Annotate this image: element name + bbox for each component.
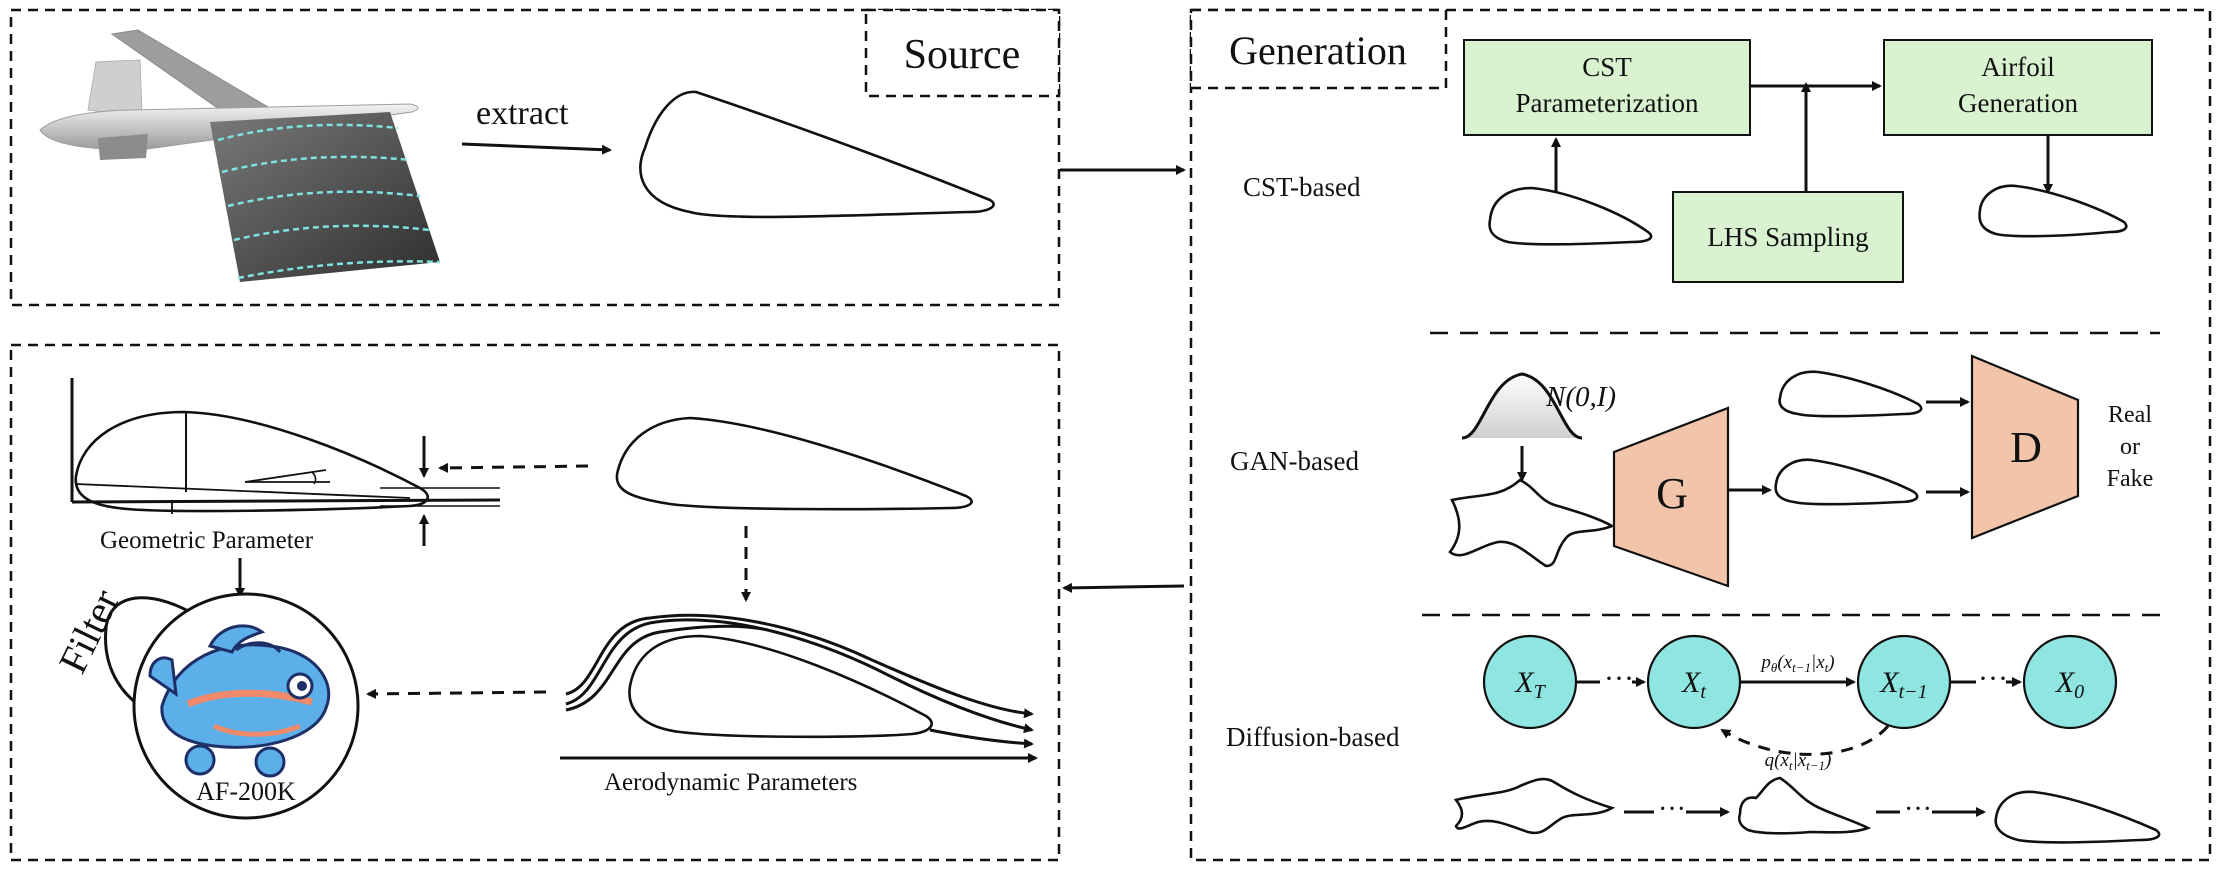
dataset-panel: Geometric Parameter Aerodynamic Paramete… xyxy=(9,343,1061,862)
aerodynamic-flow-drawing xyxy=(560,613,1038,763)
generation-title-box xyxy=(1189,8,1448,90)
airfoil-gen-line2: Generation xyxy=(1958,88,2078,118)
geometric-parameter-drawing xyxy=(70,378,501,546)
dots-1: ··· xyxy=(1604,662,1634,695)
extract-arrow xyxy=(461,142,612,155)
source-title-box xyxy=(864,8,1061,98)
geometric-parameter-label: Geometric Parameter xyxy=(100,527,314,554)
cst-param-line1: CST xyxy=(1582,52,1632,82)
flow-to-dataset-arrow xyxy=(366,688,547,699)
generation-to-dataset-arrow xyxy=(1062,582,1185,593)
source-airfoil xyxy=(639,90,995,219)
airfoil-to-geometric-arrow xyxy=(438,462,589,473)
gan-output-line3: Fake xyxy=(2107,466,2154,492)
airfoil-generation-box xyxy=(1883,39,2153,136)
discriminator-block xyxy=(1970,354,2080,540)
dataset-logo xyxy=(132,592,360,820)
diffusion-final-airfoil xyxy=(1994,790,2161,844)
filter-label: Filter xyxy=(50,582,128,680)
gan-output-line2: or xyxy=(2120,434,2140,460)
diffusion-section: Diffusion-based XT Xt Xt−1 X0 ··· pθ(xt−… xyxy=(1226,634,2161,844)
source-panel: Source extract xyxy=(9,8,1061,307)
forward-process-label: pθ(xt−1|xt) xyxy=(1759,652,1834,675)
gan-generated-airfoil xyxy=(1774,458,1919,506)
cst-param-line2: Parameterization xyxy=(1516,88,1699,118)
gan-noise-shape xyxy=(1448,478,1615,568)
airfoil-gen-line1: Airfoil xyxy=(1981,52,2055,82)
discriminator-label: D xyxy=(2010,423,2042,472)
gan-output-line1: Real xyxy=(2108,402,2152,428)
cst-output-airfoil xyxy=(1978,184,2128,238)
generator-label: G xyxy=(1656,469,1688,518)
generator-block xyxy=(1612,406,1730,588)
dots-3: ··· xyxy=(1658,794,1686,825)
diffusion-intermediate-shape xyxy=(1737,776,1872,835)
diffusion-noisy-shape xyxy=(1453,777,1616,835)
diffusion-node-x0 xyxy=(2022,634,2118,730)
generation-panel: Generation CST-based CST Parameterizatio… xyxy=(1189,8,2212,862)
source-title: Source xyxy=(904,32,1021,78)
cst-section: CST-based CST Parameterization Airfoil G… xyxy=(1243,39,2153,283)
aerodynamic-parameters-label: Aerodynamic Parameters xyxy=(604,769,857,796)
noise-distribution-icon xyxy=(1462,374,1582,438)
dataset-name-label: AF-200K xyxy=(196,777,296,806)
cst-row-label: CST-based xyxy=(1243,172,1361,202)
extract-label: extract xyxy=(476,95,569,132)
gan-section: GAN-based N(0,I) G D Real or Fake xyxy=(1230,354,2154,588)
dataset-airfoil xyxy=(615,416,973,511)
cst-parameterization-box xyxy=(1463,39,1751,136)
lhs-sampling-label: LHS Sampling xyxy=(1707,222,1868,252)
dots-4: ··· xyxy=(1904,794,1932,825)
diffusion-row-label: Diffusion-based xyxy=(1226,722,1400,752)
gan-real-airfoil xyxy=(1778,370,1923,418)
gan-row-label: GAN-based xyxy=(1230,446,1359,476)
generation-title: Generation xyxy=(1229,28,1407,73)
noise-label: N(0,I) xyxy=(1545,381,1616,413)
aircraft-icon xyxy=(39,29,441,282)
reverse-process-arrow xyxy=(1720,725,1890,756)
cst-input-airfoil xyxy=(1488,186,1653,246)
dots-2: ··· xyxy=(1978,662,2008,695)
filter-loop-arrow xyxy=(104,596,191,716)
lhs-sampling-box xyxy=(1672,191,1904,283)
